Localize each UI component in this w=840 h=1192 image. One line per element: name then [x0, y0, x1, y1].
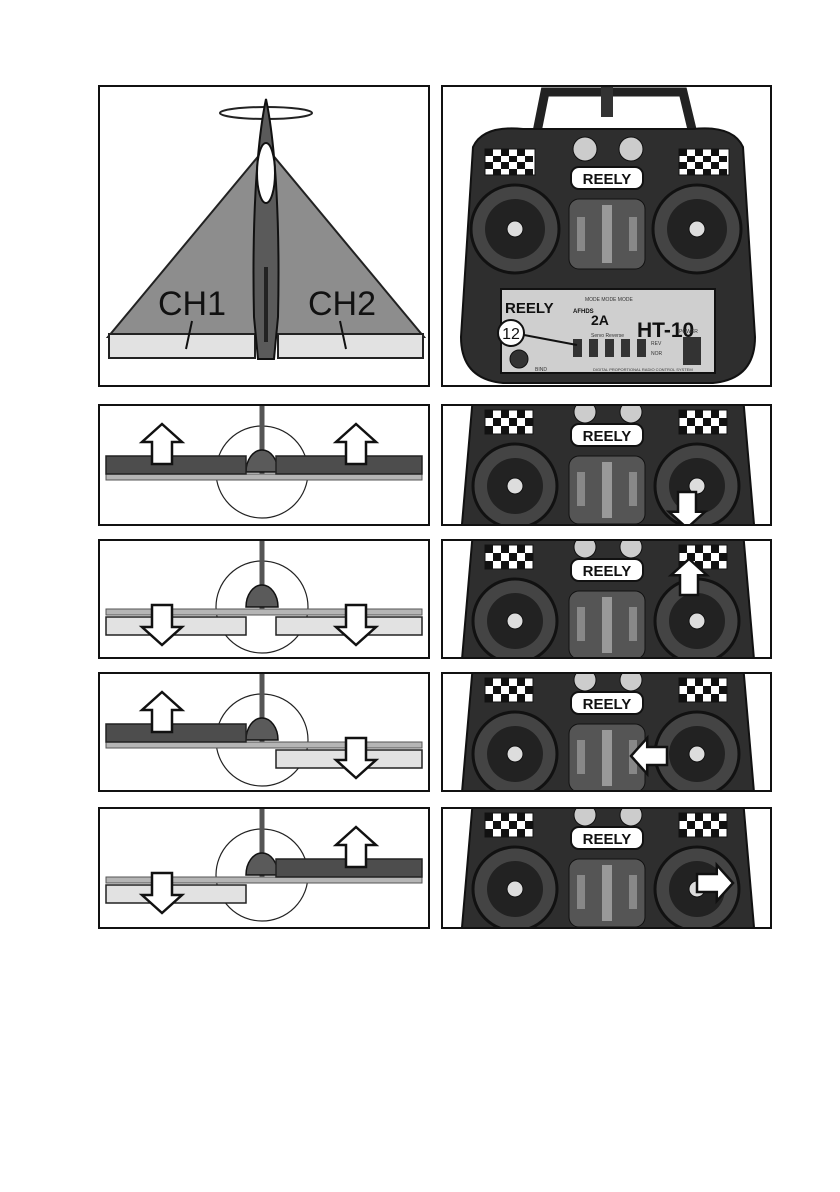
stick-panel-2: REELY — [441, 539, 772, 659]
left-stick — [507, 221, 523, 237]
center-trim — [602, 205, 612, 263]
trim-left — [577, 217, 585, 251]
switch-label-rev: REV — [651, 341, 662, 347]
brand-label: REELY — [583, 428, 632, 445]
stick-diagram-4: REELY — [443, 809, 770, 927]
checker-flag-left-icon — [485, 813, 533, 837]
trim-right — [629, 472, 637, 506]
checker-flag-left-icon — [485, 149, 535, 175]
left-stick — [507, 478, 523, 494]
knob-right — [619, 137, 643, 161]
knob-right — [620, 406, 642, 423]
servo-reverse-label: Servo Reverse — [591, 333, 624, 339]
brand-label: REELY — [583, 171, 632, 188]
trim-right — [629, 217, 637, 251]
power-label: POWER — [679, 329, 698, 335]
right-stick — [689, 221, 705, 237]
checker-flag-right-icon — [679, 678, 727, 702]
left-stick — [507, 746, 523, 762]
right-elevon — [278, 334, 423, 358]
knob-right — [620, 809, 642, 826]
knob-right — [620, 541, 642, 558]
trim-right — [629, 607, 637, 641]
switch-label-nor: NOR — [651, 351, 663, 357]
stick-panel-3: REELY — [441, 672, 772, 792]
wing-line — [106, 742, 422, 748]
frequency-badge: 2A — [591, 312, 609, 328]
bind-label: BIND — [535, 367, 547, 373]
knob-left — [574, 541, 596, 558]
left-elevon — [106, 456, 246, 474]
plate-brand: REELY — [505, 300, 554, 317]
left-stick — [507, 613, 523, 629]
knob-left — [574, 674, 596, 691]
stick-diagram-2: REELY — [443, 541, 770, 657]
knob-left — [574, 406, 596, 423]
transmitter-full: REELY MODE MODE MODE REELY 2A AFHDS HT-1… — [443, 87, 770, 385]
checker-flag-left-icon — [485, 410, 533, 434]
fuselage-section — [246, 450, 278, 472]
elevon-diagram-1 — [100, 406, 428, 524]
transmitter-panel: REELY MODE MODE MODE REELY 2A AFHDS HT-1… — [441, 85, 772, 387]
stick-diagram-1: REELY — [443, 406, 770, 524]
center-trim — [602, 462, 612, 518]
stick-panel-4: REELY — [441, 807, 772, 929]
elevon-panel-2 — [98, 539, 430, 659]
canopy — [257, 143, 275, 203]
trim-left — [577, 607, 585, 641]
ch2-label: CH2 — [308, 285, 376, 323]
checker-flag-left-icon — [485, 545, 533, 569]
elevon-diagram-4 — [100, 809, 428, 927]
knob-left — [574, 809, 596, 826]
fuselage-section — [246, 853, 278, 875]
knob-left — [573, 137, 597, 161]
stick-diagram-3: REELY — [443, 674, 770, 790]
wing-line — [106, 474, 422, 480]
checker-flag-right-icon — [679, 813, 727, 837]
ch1-label: CH1 — [158, 285, 226, 323]
trim-left — [577, 875, 585, 909]
fuselage-section — [246, 585, 278, 607]
afhds-label: AFHDS — [573, 309, 594, 315]
right-stick — [689, 613, 705, 629]
elevon-diagram-3 — [100, 674, 428, 790]
checker-flag-left-icon — [485, 678, 533, 702]
left-elevon — [106, 724, 246, 742]
fuselage-section — [246, 718, 278, 740]
stick-panel-1: REELY — [441, 404, 772, 526]
left-stick — [507, 881, 523, 897]
power-switch[interactable] — [683, 337, 701, 365]
trim-left — [577, 740, 585, 774]
elevon-panel-1 — [98, 404, 430, 526]
elevon-panel-3 — [98, 672, 430, 792]
checker-flag-right-icon — [679, 149, 729, 175]
knob-right — [620, 674, 642, 691]
footer-text: DIGITAL PROPORTIONAL RADIO CONTROL SYSTE… — [593, 367, 693, 372]
elevon-panel-4 — [98, 807, 430, 929]
mode-text: MODE MODE MODE — [585, 297, 633, 303]
center-trim — [602, 597, 612, 653]
elevon-diagram-2 — [100, 541, 428, 657]
delta-wing-panel: CH1 CH2 — [98, 85, 430, 387]
delta-wing-diagram: CH1 CH2 — [100, 87, 428, 385]
brand-label: REELY — [583, 831, 632, 848]
bind-button[interactable] — [510, 350, 528, 368]
callout-12-number: 12 — [502, 326, 520, 343]
trim-left — [577, 472, 585, 506]
center-trim — [602, 865, 612, 921]
center-trim — [602, 730, 612, 786]
checker-flag-right-icon — [679, 410, 727, 434]
brand-label: REELY — [583, 696, 632, 713]
antenna — [601, 87, 613, 117]
trim-right — [629, 875, 637, 909]
left-elevon — [109, 334, 255, 358]
right-stick — [689, 746, 705, 762]
brand-label: REELY — [583, 563, 632, 580]
